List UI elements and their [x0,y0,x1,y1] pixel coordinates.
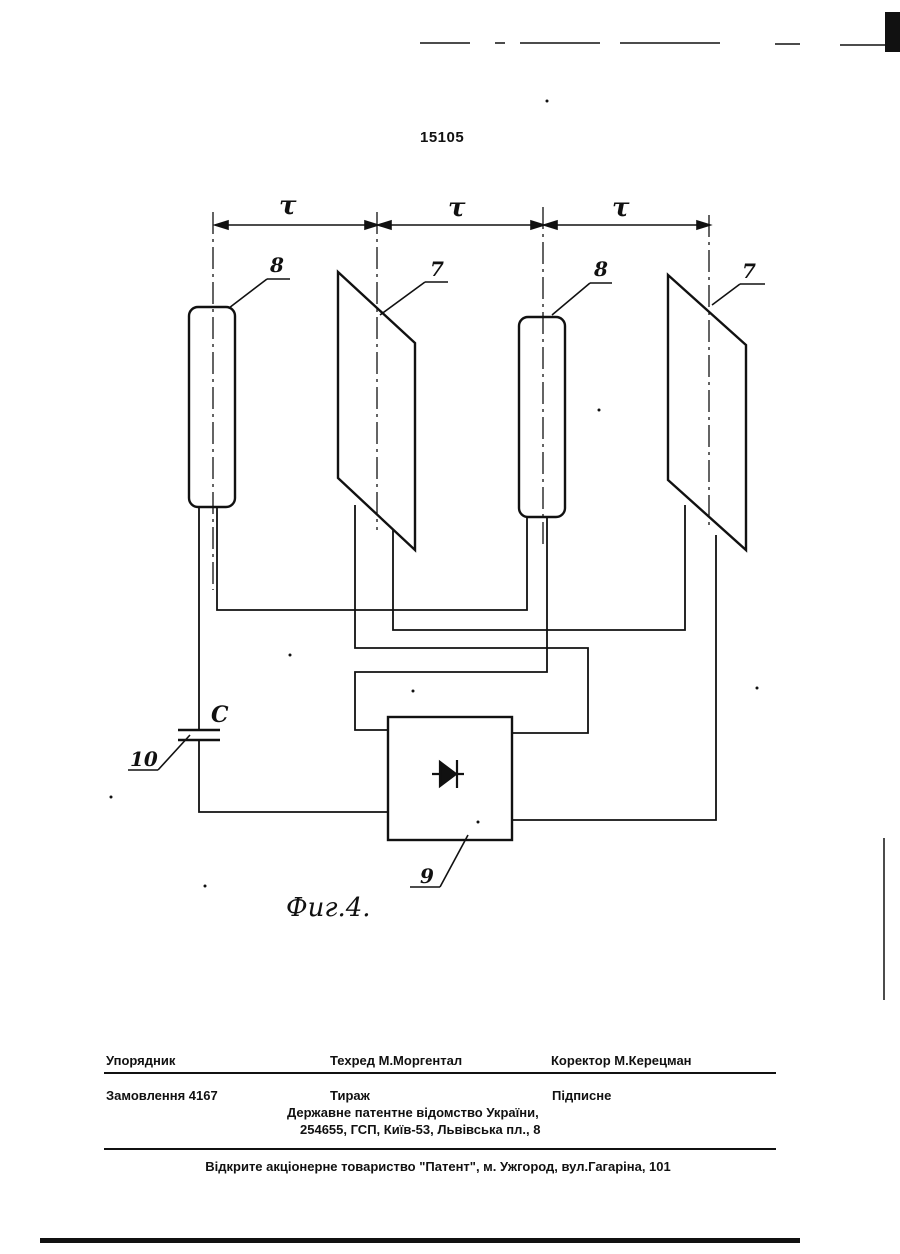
footer-rule-bottom [104,1148,776,1150]
scan-specks [110,100,759,888]
circuit-figure: τ τ τ 8 7 8 7 C [0,0,900,1000]
label-rod-left: 8 [269,253,284,277]
label-rod-right: 8 [593,257,608,281]
capacitor-ref-label: 10 [130,747,158,771]
footer-subscription: Підписне [552,1088,611,1103]
rectifier-leader [410,835,468,887]
leader-lines [229,279,765,315]
capacitor [178,730,220,740]
footer-order: Замовлення 4167 [106,1088,218,1103]
label-plate-left: 7 [430,257,444,281]
figure-caption: Фиг.4. [286,893,371,923]
pitch-label-2: τ [448,193,466,223]
footer-circulation: Тираж [330,1088,370,1103]
footer-corrector: Коректор М.Керецман [551,1053,692,1068]
scan-border-marks [420,43,885,45]
footer-rule-top [104,1072,776,1074]
pitch-label-1: τ [279,191,297,221]
rectifier-ref-label: 9 [420,864,434,888]
electrode-rod-left [189,307,235,507]
footer-office-line2: 254655, ГСП, Київ-53, Львівська пл., 8 [300,1122,540,1137]
diode-icon [432,760,464,788]
footer-office-line1: Державне патентне відомство України, [287,1105,539,1120]
footer-publisher: Відкрите акціонерне товариство "Патент",… [0,1159,888,1174]
footer-compiler: Упорядник [106,1053,175,1068]
label-plate-right: 7 [742,259,756,283]
pitch-label-3: τ [612,193,630,223]
axis-lines [213,207,709,590]
scan-bottom-bar [40,1238,800,1243]
electrode-rod-right [519,317,565,517]
scan-edge-bar [885,12,900,52]
capacitor-letter: C [211,702,229,728]
inclined-plate-right [668,275,746,550]
footer-techred: Техред М.Моргентал [330,1053,462,1068]
